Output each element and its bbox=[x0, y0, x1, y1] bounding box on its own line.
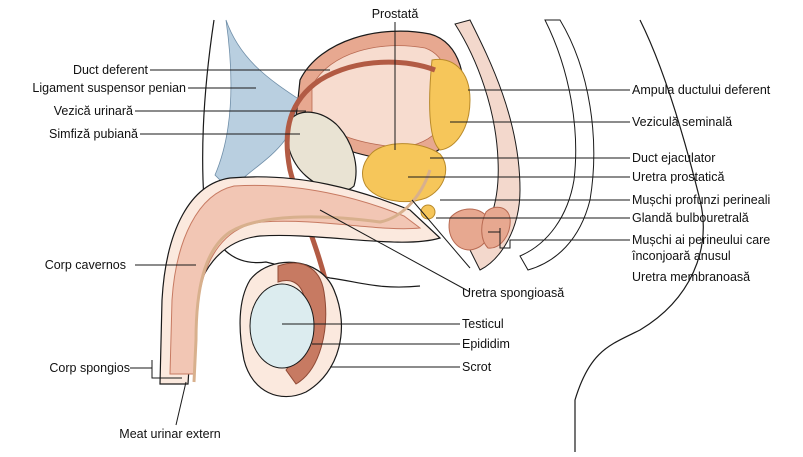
epididymis-shape bbox=[277, 262, 327, 385]
bulbourethral-gland-shape bbox=[420, 204, 436, 220]
label-ejaculatory-duct: Duct ejaculator bbox=[632, 151, 715, 165]
label-seminal-vesicle: Veziculă seminală bbox=[632, 115, 732, 129]
label-pubic-symphysis: Simfiză pubiană bbox=[49, 127, 138, 141]
label-prostatic-urethra: Uretra prostatică bbox=[632, 170, 724, 184]
testis-shape bbox=[249, 283, 315, 369]
anal-muscles-shape bbox=[481, 206, 511, 249]
pubic-symphysis-shape bbox=[286, 111, 357, 192]
label-scrotum: Scrot bbox=[462, 360, 492, 374]
seminal-vesicle-shape bbox=[429, 58, 471, 151]
label-corpus-cavernosum: Corp cavernos bbox=[45, 258, 126, 272]
prostate-shape bbox=[362, 143, 447, 203]
label-membranous-urethra: Uretra membranoasă bbox=[632, 270, 750, 284]
leader-external-meatus bbox=[175, 381, 187, 426]
sacrum-shape bbox=[519, 19, 595, 271]
leader-anal-muscles bbox=[488, 228, 630, 249]
label-vas-deferens: Duct deferent bbox=[73, 63, 149, 77]
leader-corpus-spongiosum bbox=[130, 360, 182, 379]
urethra-path bbox=[192, 169, 432, 383]
label-suspensory-ligament: Ligament suspensor penian bbox=[32, 81, 186, 95]
leader-lines bbox=[130, 22, 630, 426]
label-bladder: Vezică urinară bbox=[54, 104, 133, 118]
label-ampulla: Ampula ductului deferent bbox=[632, 83, 771, 97]
label-bulbourethral: Glandă bulbouretrală bbox=[632, 211, 749, 225]
label-anal-muscles-line1: Mușchi ai perineului care bbox=[632, 233, 770, 247]
label-spongy-urethra: Uretra spongioasă bbox=[462, 286, 564, 300]
label-testis: Testicul bbox=[462, 317, 504, 331]
rectum-shape bbox=[454, 19, 521, 271]
label-prostate: Prostată bbox=[372, 7, 419, 21]
leader-membranous-urethra bbox=[411, 199, 471, 269]
leader-spongy-urethra bbox=[319, 209, 471, 293]
label-anal-muscles-line2: înconjoară anusul bbox=[631, 249, 731, 263]
body-outline bbox=[574, 19, 704, 452]
label-deep-perineal: Mușchi profunzi perineali bbox=[632, 193, 770, 207]
label-corpus-spongiosum: Corp spongios bbox=[49, 361, 130, 375]
label-external-meatus: Meat urinar extern bbox=[119, 427, 220, 441]
label-epididymis: Epididim bbox=[462, 337, 510, 351]
